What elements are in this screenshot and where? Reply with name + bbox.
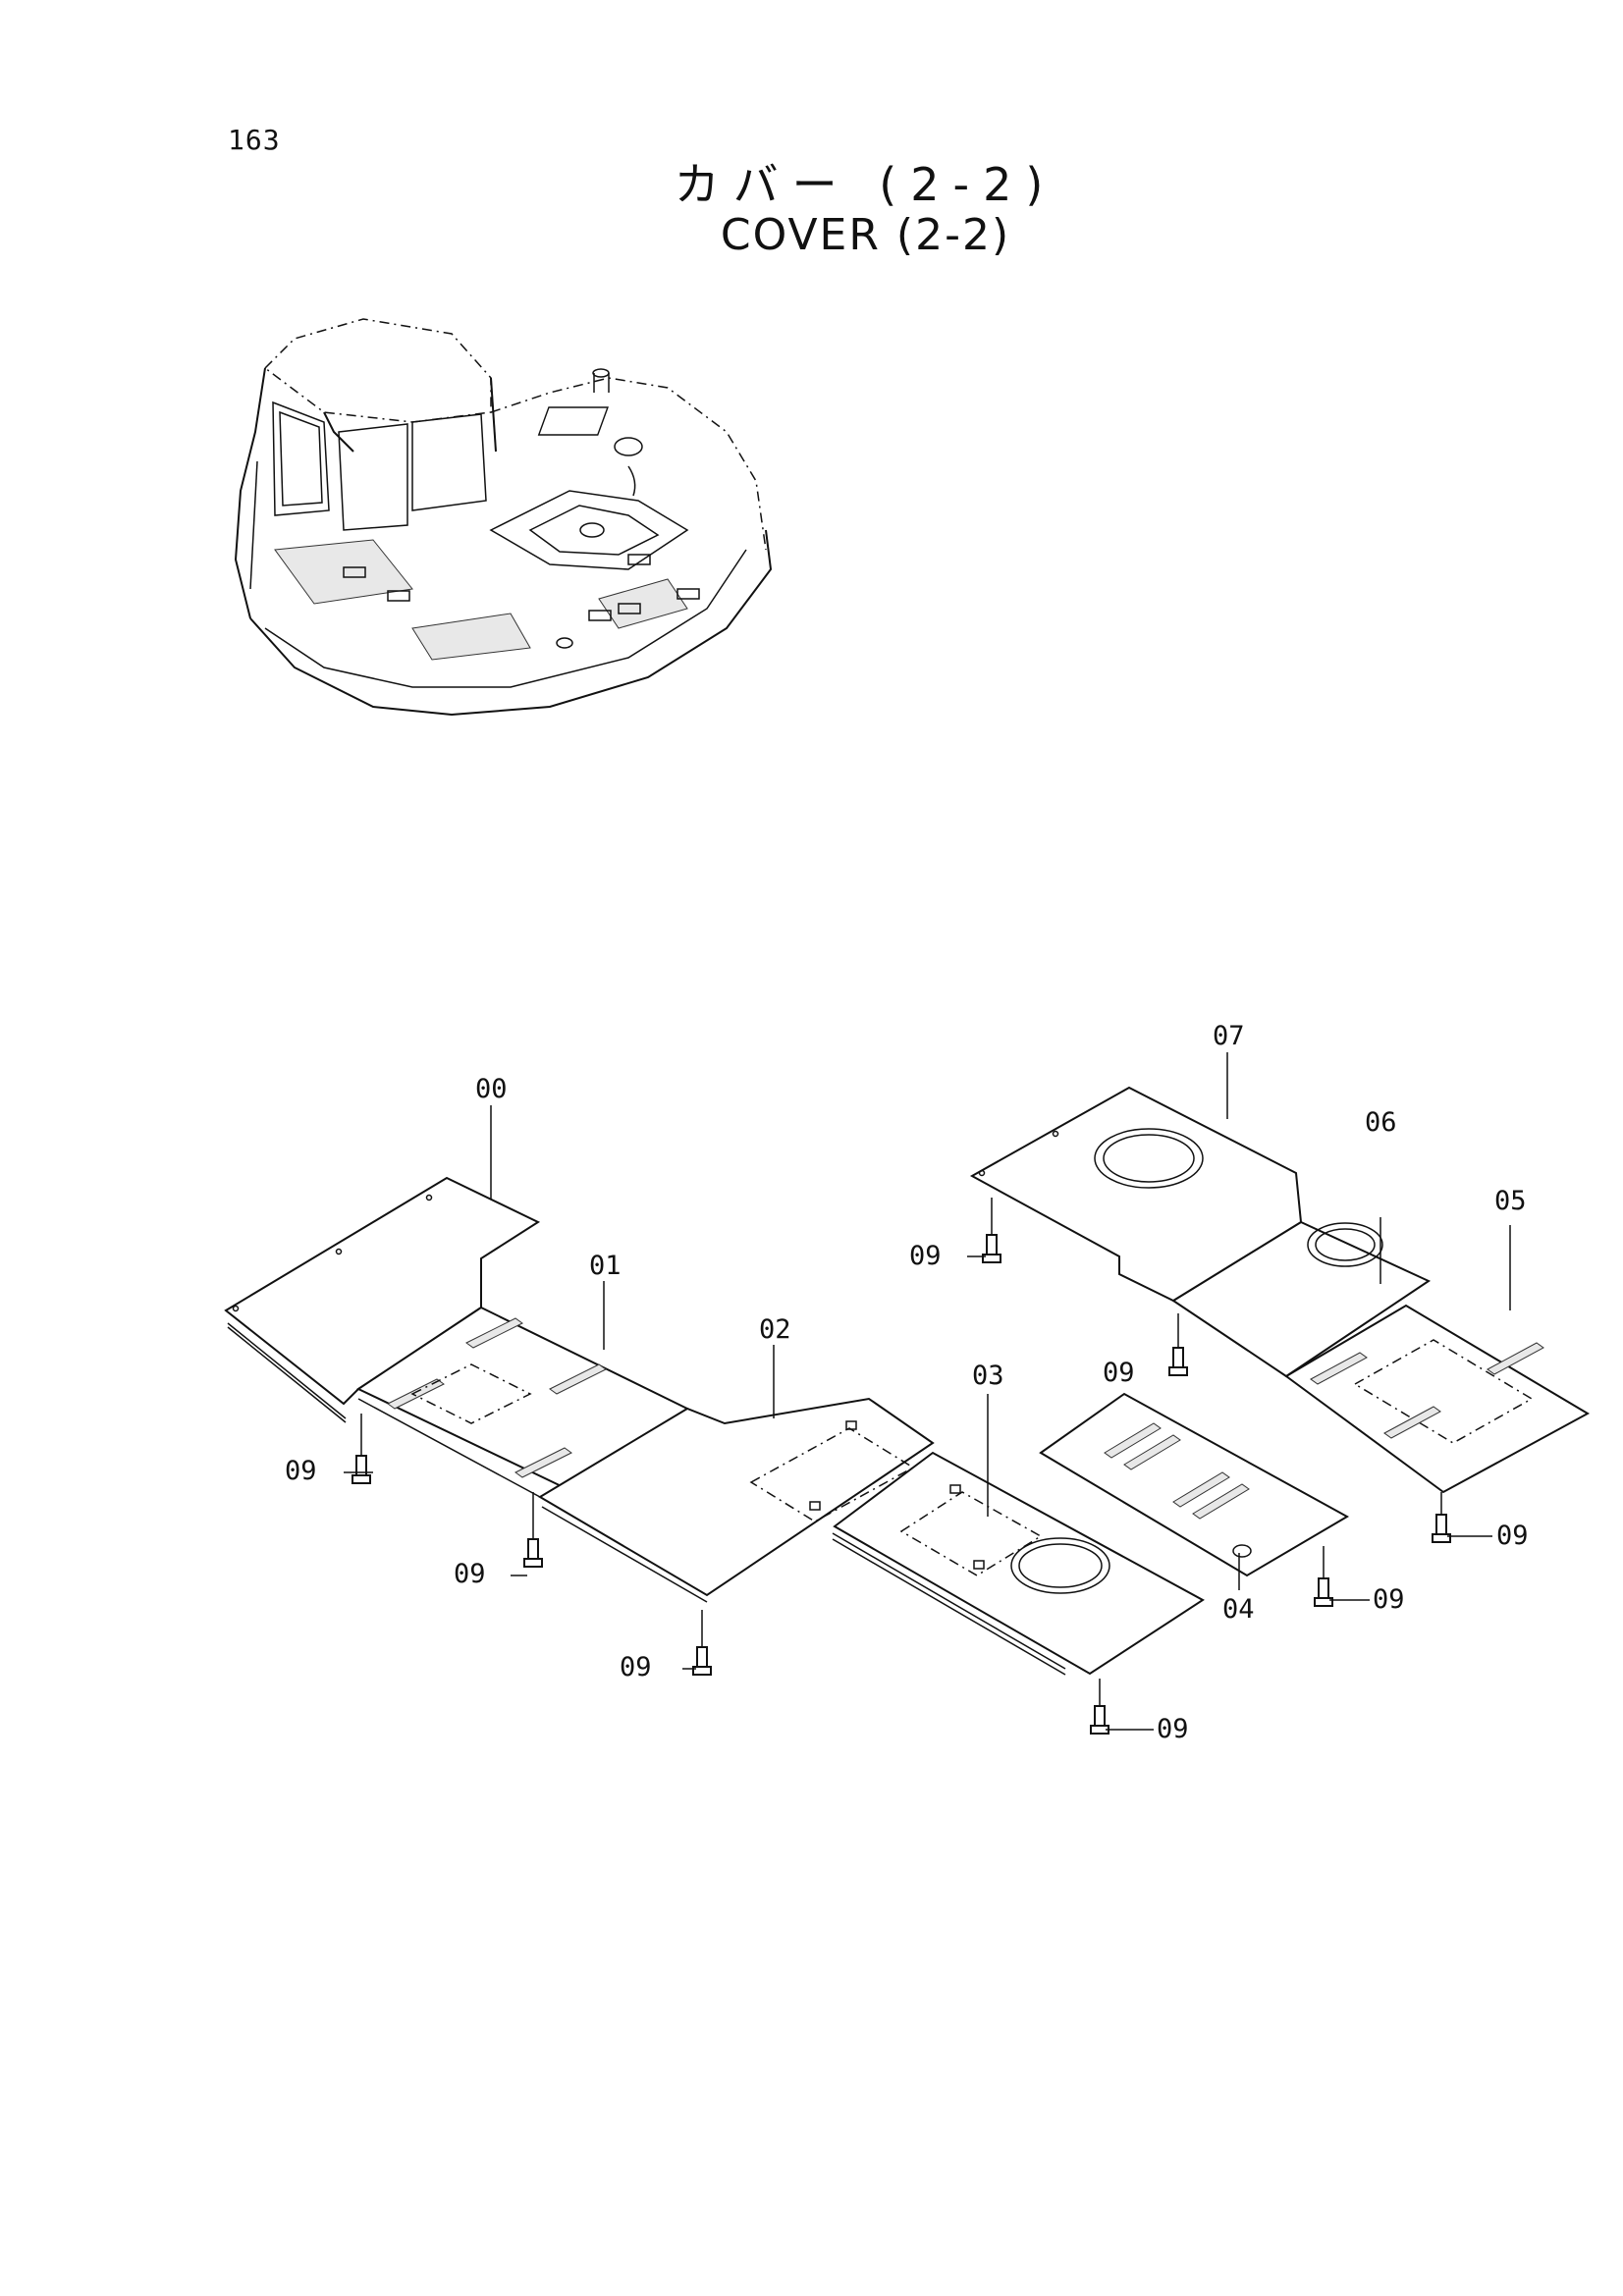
callout-labels: 00 01 02 03 04 05 06 07 09 09 09 09 09 0… bbox=[285, 1021, 1529, 1744]
callout-02: 02 bbox=[759, 1314, 791, 1345]
part-01-cover bbox=[355, 1306, 689, 1498]
callout-00: 00 bbox=[475, 1074, 508, 1104]
bolt-icon bbox=[523, 1538, 543, 1568]
callout-04: 04 bbox=[1222, 1594, 1255, 1625]
bolt-icon bbox=[1314, 1577, 1333, 1607]
bolt-icon bbox=[1168, 1347, 1188, 1376]
leader-lines bbox=[344, 1052, 1511, 1731]
callout-07: 07 bbox=[1213, 1021, 1245, 1051]
bolt-icon bbox=[352, 1455, 371, 1484]
title-english: COVER (2-2) bbox=[720, 210, 1011, 260]
callout-09: 09 bbox=[1496, 1521, 1529, 1551]
part-05-cover bbox=[1284, 1304, 1591, 1494]
part-04-cover bbox=[1039, 1392, 1350, 1577]
callout-05: 05 bbox=[1494, 1186, 1527, 1216]
part-03-cover bbox=[832, 1451, 1205, 1676]
callout-09: 09 bbox=[1103, 1358, 1135, 1388]
callout-09: 09 bbox=[1373, 1584, 1405, 1615]
callout-09: 09 bbox=[454, 1559, 486, 1589]
title-japanese: カバー (2-2) bbox=[674, 158, 1057, 211]
bolt-icon bbox=[692, 1646, 712, 1676]
callout-09: 09 bbox=[620, 1652, 652, 1682]
page-number: 163 bbox=[228, 124, 281, 156]
callout-03: 03 bbox=[972, 1361, 1004, 1391]
bolts bbox=[352, 1234, 1451, 1735]
part-07-cover bbox=[969, 1086, 1303, 1303]
overview-machine-illustration bbox=[234, 318, 773, 717]
callout-09: 09 bbox=[285, 1456, 317, 1486]
bolt-icon bbox=[1432, 1514, 1451, 1543]
bolt-icon bbox=[982, 1234, 1001, 1263]
callout-09: 09 bbox=[1157, 1714, 1189, 1744]
callout-01: 01 bbox=[589, 1251, 622, 1281]
callout-06: 06 bbox=[1365, 1107, 1397, 1138]
part-00-cover bbox=[224, 1176, 541, 1423]
part-02-cover bbox=[538, 1397, 935, 1603]
callout-09: 09 bbox=[909, 1241, 942, 1271]
